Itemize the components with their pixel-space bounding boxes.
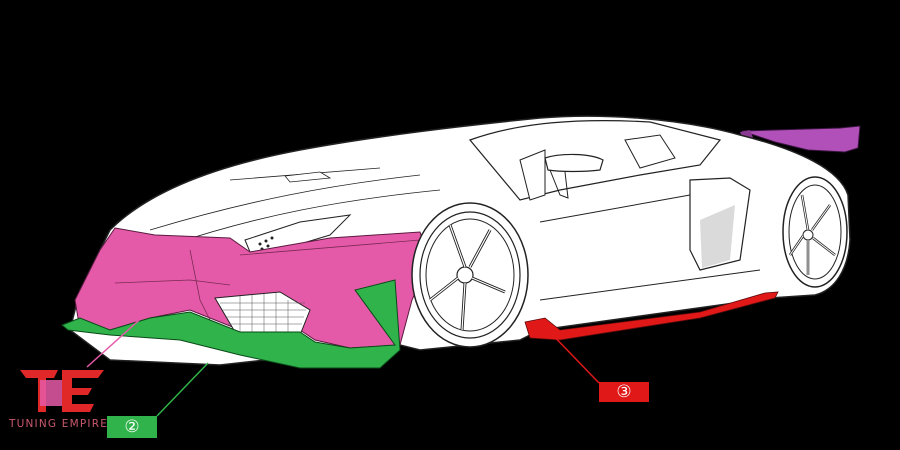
front-wheel [411, 202, 529, 348]
callout-3-label: ③ [616, 382, 632, 402]
brand-logo [20, 370, 104, 412]
brand-name: TUNING EMPIRE [9, 418, 109, 430]
front-lip-part [61, 279, 401, 369]
leader-line-2 [156, 362, 209, 417]
leader-line-3 [544, 326, 600, 384]
side-skirt-part [524, 291, 779, 341]
front-bumper-part [74, 227, 431, 349]
callout-2: ② [107, 416, 157, 438]
callout-3: ③ [599, 382, 649, 402]
callout-2-label: ② [124, 417, 140, 437]
leader-line-1 [86, 312, 148, 368]
rear-wheel [782, 176, 848, 288]
